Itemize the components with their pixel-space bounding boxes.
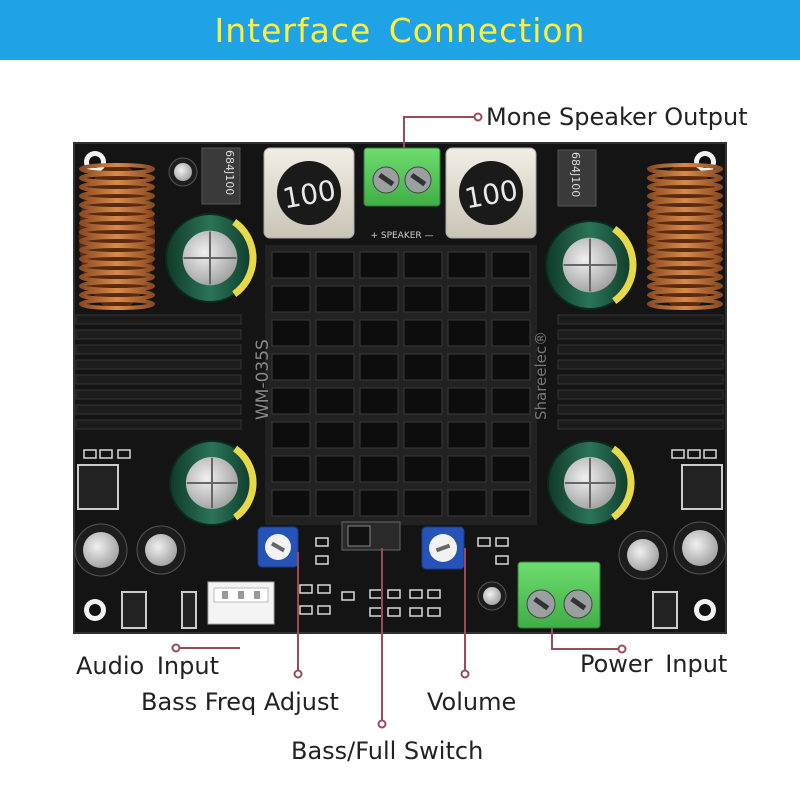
power-inductor-right: 100 <box>445 147 537 239</box>
regulator-bottom-left-2 <box>181 591 197 629</box>
brand-text: Shareelec® <box>532 331 550 420</box>
bass-full-slide-switch <box>341 521 401 551</box>
film-capacitor-left: 684J100 <box>201 147 241 205</box>
speaker-terminal-block <box>363 147 441 207</box>
left-heatsink <box>75 314 242 430</box>
label-speaker-output: Mone Speaker Output <box>486 103 748 131</box>
label-bass-freq-adjust: Bass Freq Adjust <box>141 688 339 716</box>
small-capacitor <box>477 581 507 611</box>
page-title: Interface Connection <box>214 10 586 50</box>
mounting-hole <box>694 599 716 621</box>
label-bass-full-switch: Bass/Full Switch <box>291 737 484 765</box>
electrolytic-capacitor <box>169 440 257 526</box>
label-power-input: Power Input <box>580 650 728 678</box>
model-text: WM-035S <box>253 339 273 420</box>
regulator-bottom-left <box>121 591 147 629</box>
svg-text:684J100: 684J100 <box>223 150 236 195</box>
callout-audio-input <box>171 643 240 653</box>
toroid-inductor-right <box>647 163 723 310</box>
main-heatsink <box>265 245 537 525</box>
volume-potentiometer <box>421 526 465 570</box>
callout-volume <box>460 548 470 679</box>
small-capacitor <box>168 157 198 187</box>
header-banner: Interface Connection <box>0 0 800 60</box>
callout-bass-freq-adjust <box>293 552 303 679</box>
svg-text:684J100: 684J100 <box>569 152 582 197</box>
small-capacitor <box>618 530 668 580</box>
speaker-silkscreen: + SPEAKER — <box>370 231 433 241</box>
small-capacitor <box>74 523 128 577</box>
mounting-hole <box>84 599 106 621</box>
label-audio-input: Audio Input <box>76 652 219 680</box>
regulator-right <box>681 464 723 510</box>
regulator-left <box>77 464 119 510</box>
small-capacitor <box>673 521 727 575</box>
regulator-bottom-right <box>652 591 678 629</box>
power-input-terminal-block <box>517 561 601 629</box>
electrolytic-capacitor <box>545 220 637 310</box>
power-inductor-left: 100 <box>263 147 355 239</box>
small-capacitor <box>136 525 186 575</box>
callout-speaker-output <box>403 112 483 148</box>
electrolytic-capacitor <box>165 213 257 303</box>
film-capacitor-right: 684J100 <box>557 149 597 207</box>
toroid-inductor-left <box>79 163 155 310</box>
callout-bass-full-switch <box>377 548 387 729</box>
callout-power-input <box>551 628 627 654</box>
bass-freq-potentiometer <box>257 526 299 568</box>
audio-input-connector <box>207 581 275 625</box>
electrolytic-capacitor <box>547 440 635 526</box>
label-volume: Volume <box>427 688 517 716</box>
right-heatsink <box>557 314 724 430</box>
